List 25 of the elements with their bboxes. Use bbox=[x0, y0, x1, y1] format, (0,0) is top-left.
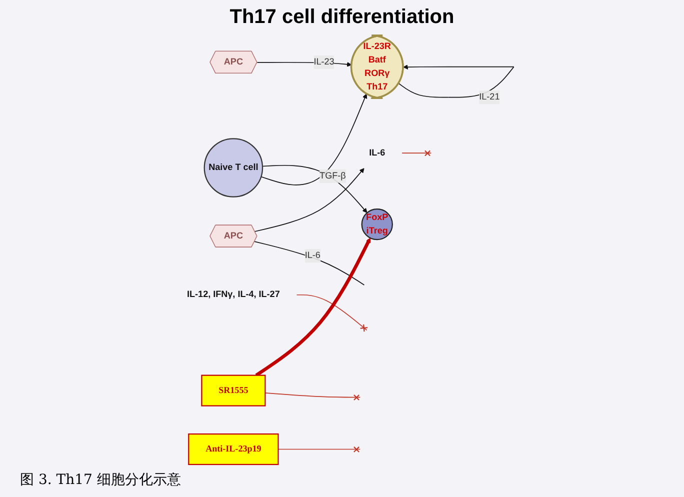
arrow bbox=[256, 62, 352, 67]
cell-circle: FoxP iTreg bbox=[361, 208, 393, 240]
arrow bbox=[398, 64, 514, 98]
drug-box: SR1555 bbox=[201, 374, 266, 406]
node-box: IL-23R Batf RORγ Th17 bbox=[350, 34, 404, 99]
signal-label: IL-12, IFNγ, IL-4, IL-27 bbox=[187, 290, 280, 300]
inhibition-line bbox=[278, 446, 361, 453]
cell-shape: APC bbox=[210, 224, 258, 248]
arrow bbox=[260, 94, 368, 186]
cell-shape: APC bbox=[210, 50, 258, 74]
arrow bbox=[255, 238, 371, 377]
edge-label: TGF-β bbox=[320, 169, 346, 183]
diagram-title: Th17 cell differentiation bbox=[230, 6, 454, 29]
signal-label: IL-6 bbox=[369, 148, 386, 158]
edge-label: IL-21 bbox=[479, 90, 500, 104]
inhibition-line bbox=[296, 294, 368, 332]
cell-circle: Naive T cell bbox=[204, 138, 264, 198]
connector-line bbox=[254, 241, 365, 286]
inhibition-line bbox=[402, 150, 432, 156]
edge-label: IL-6 bbox=[304, 249, 320, 263]
figure-caption: 图 3. Th17 细胞分化示意 bbox=[20, 471, 181, 489]
edge-label: IL-23 bbox=[314, 55, 334, 69]
drug-box: Anti-IL-23p19 bbox=[188, 433, 279, 466]
arrow bbox=[254, 168, 364, 232]
inhibition-line bbox=[264, 392, 361, 401]
